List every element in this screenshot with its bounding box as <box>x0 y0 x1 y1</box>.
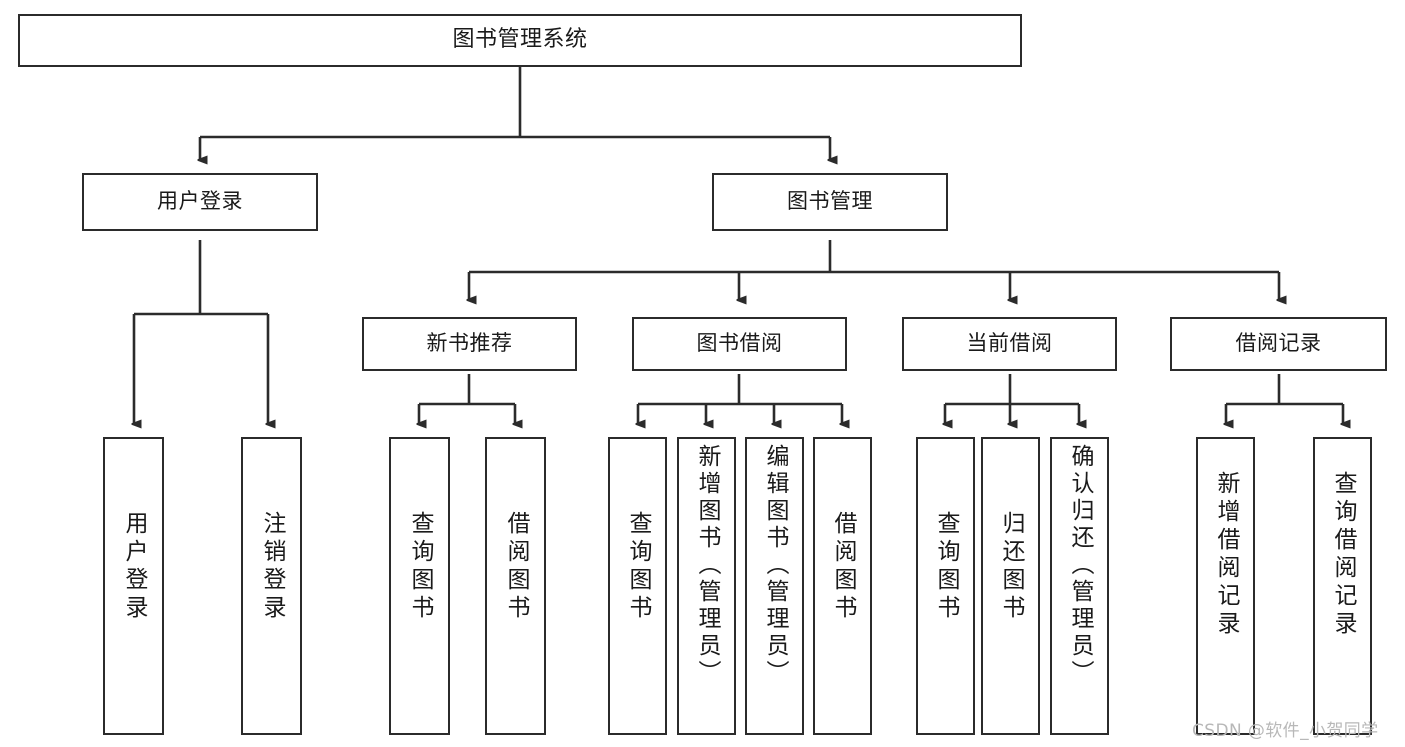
node-label: 图书借阅 <box>696 331 783 356</box>
node-user-login[interactable]: 用户登录 <box>82 173 318 231</box>
node-label: 编辑图书（管理员） <box>762 444 788 687</box>
leaf-add-borrow-record[interactable]: 新增借阅记录 <box>1196 437 1255 735</box>
node-label: 确认归还（管理员） <box>1067 444 1093 687</box>
leaf-query-book-new-rec[interactable]: 查询图书 <box>389 437 450 735</box>
leaf-query-book-current[interactable]: 查询图书 <box>916 437 975 735</box>
node-label: 新增图书（管理员） <box>694 444 720 687</box>
node-label: 查询图书 <box>933 511 959 623</box>
node-label: 新书推荐 <box>426 331 513 356</box>
node-label: 用户登录 <box>121 511 147 623</box>
leaf-user-logout[interactable]: 注销登录 <box>241 437 302 735</box>
leaf-edit-book-admin[interactable]: 编辑图书（管理员） <box>745 437 804 735</box>
leaf-return-book[interactable]: 归还图书 <box>981 437 1040 735</box>
node-borrowing-record[interactable]: 借阅记录 <box>1170 317 1387 371</box>
node-label: 图书管理系统 <box>452 27 588 53</box>
leaf-confirm-return-admin[interactable]: 确认归还（管理员） <box>1050 437 1109 735</box>
node-label: 新增借阅记录 <box>1213 471 1239 639</box>
node-label: 当前借阅 <box>966 331 1053 356</box>
leaf-query-borrow-record[interactable]: 查询借阅记录 <box>1313 437 1372 735</box>
node-book-borrowing[interactable]: 图书借阅 <box>632 317 847 371</box>
node-label: 归还图书 <box>998 511 1024 623</box>
leaf-borrow-book-borrow[interactable]: 借阅图书 <box>813 437 872 735</box>
leaf-add-book-admin[interactable]: 新增图书（管理员） <box>677 437 736 735</box>
leaf-borrow-book-new-rec[interactable]: 借阅图书 <box>485 437 546 735</box>
node-label: 借阅图书 <box>503 511 529 623</box>
node-current-borrowing[interactable]: 当前借阅 <box>902 317 1117 371</box>
node-root-book-management-system[interactable]: 图书管理系统 <box>18 14 1022 67</box>
node-label: 用户登录 <box>157 189 243 214</box>
leaf-query-book-borrow[interactable]: 查询图书 <box>608 437 667 735</box>
node-label: 借阅记录 <box>1235 331 1322 356</box>
node-label: 查询借阅记录 <box>1330 471 1356 639</box>
node-label: 注销登录 <box>259 511 285 623</box>
leaf-user-login[interactable]: 用户登录 <box>103 437 164 735</box>
node-label: 查询图书 <box>407 511 433 623</box>
node-label: 借阅图书 <box>830 511 856 623</box>
node-label: 图书管理 <box>787 189 873 214</box>
node-label: 查询图书 <box>625 511 651 623</box>
node-book-management[interactable]: 图书管理 <box>712 173 948 231</box>
node-new-book-recommendation[interactable]: 新书推荐 <box>362 317 577 371</box>
